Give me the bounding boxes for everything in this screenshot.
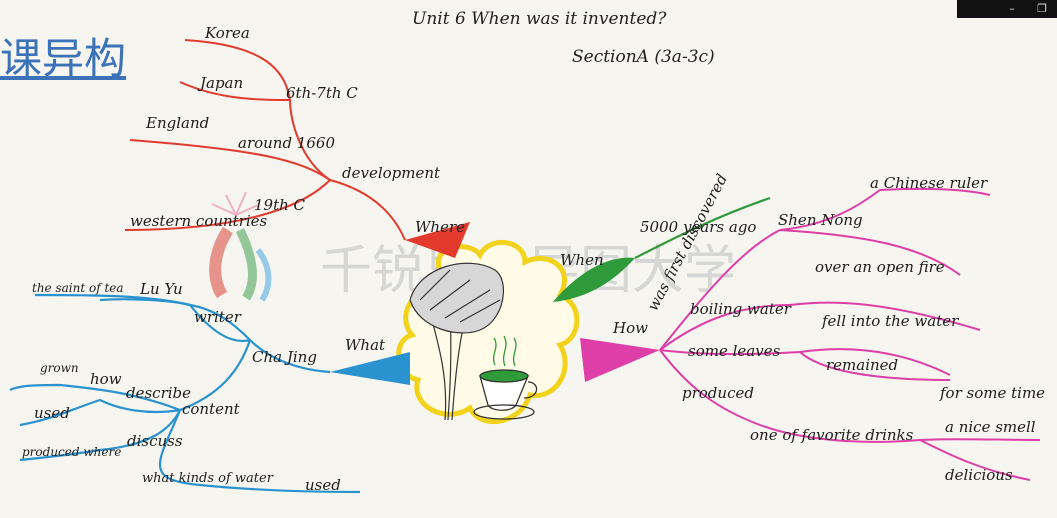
- label-favorite: one of favorite drinks: [750, 426, 914, 444]
- overlay-link-text[interactable]: 课异构: [0, 34, 127, 83]
- title-line1: Unit 6 When was it invented?: [412, 9, 667, 29]
- restore-button[interactable]: ❐: [1037, 2, 1047, 15]
- label-content: content: [182, 400, 241, 418]
- label-5000-years: 5000 years ago: [640, 218, 756, 236]
- label-where: Where: [415, 218, 465, 236]
- label-some-time: for some time: [939, 384, 1045, 402]
- minimize-button[interactable]: –: [1009, 2, 1015, 15]
- label-how-what: how: [90, 370, 122, 388]
- label-development: development: [342, 164, 441, 182]
- branch-what: [9, 293, 410, 494]
- label-chinese-ruler: a Chinese ruler: [870, 174, 988, 192]
- label-produced: produced: [682, 384, 754, 402]
- label-when: When: [560, 251, 604, 269]
- label-used1: used: [34, 404, 70, 422]
- window-controls: – ❐: [957, 0, 1057, 18]
- branch-when: [553, 196, 771, 302]
- label-writer: writer: [194, 308, 242, 326]
- label-what: What: [345, 336, 386, 354]
- label-japan: Japan: [197, 74, 243, 92]
- label-some-leaves: some leaves: [688, 342, 781, 360]
- label-produced-where: produced where: [22, 445, 121, 459]
- label-around1660: around 1660: [238, 134, 335, 152]
- label-fell: fell into the water: [821, 312, 959, 330]
- title-line2: SectionA (3a-3c): [572, 47, 715, 67]
- label-19th: 19th C: [254, 196, 306, 214]
- label-saint: the saint of tea: [32, 281, 124, 295]
- label-england: England: [145, 114, 209, 132]
- label-how: How: [612, 319, 648, 337]
- label-cha-jing: Cha Jing: [252, 348, 317, 366]
- label-delicious: delicious: [945, 466, 1013, 484]
- label-boiling: boiling water: [690, 300, 792, 318]
- label-kinds-water: what kinds of water: [142, 471, 274, 486]
- label-used2: used: [305, 476, 341, 494]
- teacup-drawing: [473, 335, 538, 420]
- label-nice-smell: a nice smell: [945, 418, 1036, 436]
- watermark-logo: [209, 191, 272, 302]
- label-shen-nong: Shen Nong: [778, 211, 863, 229]
- label-6th-7th: 6th-7th C: [286, 84, 358, 102]
- label-remained: remained: [826, 356, 898, 374]
- label-grown: grown: [40, 361, 79, 375]
- label-open-fire: over an open fire: [815, 258, 945, 276]
- tree-drawing: [409, 262, 504, 421]
- label-discuss: discuss: [127, 432, 183, 450]
- label-describe: describe: [126, 384, 191, 402]
- label-korea: Korea: [204, 24, 250, 42]
- branch-where: [124, 39, 470, 258]
- branch-how: [580, 187, 1041, 481]
- label-western: western countries: [130, 212, 268, 230]
- label-lu-yu: Lu Yu: [139, 280, 183, 298]
